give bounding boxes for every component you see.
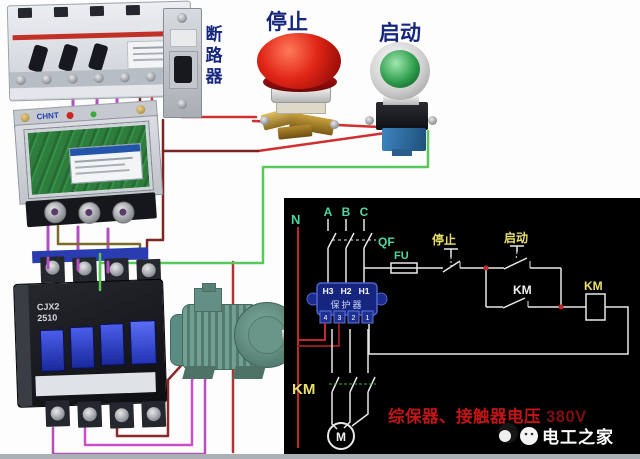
- breaker-toggle: [174, 56, 192, 83]
- watermark-text: 电工之家: [542, 427, 614, 447]
- motor-bell-inner: [248, 316, 286, 354]
- stop-contact-block: [260, 104, 342, 140]
- watermark-icon-eye: [530, 432, 534, 436]
- caption-text: 综保器、接触器电压 380V: [388, 406, 587, 426]
- stop-caption: 停止: [266, 11, 308, 34]
- label-km-coil: KM: [584, 279, 603, 293]
- contact-screw: [260, 116, 269, 125]
- caption-main: 综保器、接触器电压: [388, 406, 541, 426]
- motor-symbol-letter: M: [336, 430, 346, 444]
- breaker-label-area: [170, 29, 197, 47]
- km-holding-contact: [502, 297, 526, 309]
- stop-nc-contact: [442, 260, 461, 273]
- start-plunger-link: [515, 251, 518, 260]
- start-neck: [383, 96, 419, 105]
- protector-block: H3 H2 H1 保护器 4 3 2 1: [306, 282, 388, 324]
- motor-lead: [351, 392, 369, 427]
- wire-stop-start-2: [256, 129, 402, 153]
- protector-input-h2: H2: [341, 286, 352, 296]
- contact-screw: [330, 120, 339, 129]
- screw: [177, 99, 187, 109]
- watermark-icon-eye: [524, 432, 528, 436]
- protector-terminal-num: 4: [324, 315, 328, 322]
- label-fu: FU: [394, 250, 409, 262]
- protector-terminal-num: 1: [366, 315, 370, 322]
- start-no-contact: [503, 257, 528, 270]
- toggle-frame: [169, 51, 198, 89]
- control-line: [364, 245, 629, 355]
- protector-name: 保护器: [330, 299, 363, 310]
- bottom-border-strip: [0, 454, 640, 459]
- junction-dot: [558, 304, 564, 310]
- start-blue-tab: [392, 149, 412, 156]
- junction-box-cap: [202, 283, 216, 292]
- protector-input-h1: H1: [359, 286, 370, 296]
- protector-neutral-wire: [298, 323, 326, 341]
- label-phase-b: B: [342, 205, 351, 219]
- protector-body: [316, 282, 378, 316]
- label-phase-a: A: [324, 205, 333, 219]
- protector-terminal: [361, 310, 374, 324]
- km-main-circuit: [327, 329, 376, 450]
- phase-lines: A B C: [324, 205, 376, 283]
- label-stop-schematic: 停止: [432, 232, 456, 247]
- motor-lead: [331, 392, 338, 430]
- protector-input-h3: H3: [323, 286, 334, 296]
- label-start-schematic: 启动: [504, 230, 528, 245]
- protector-terminal-num: 2: [352, 315, 356, 322]
- coil-return-line: [368, 306, 629, 355]
- protector-neutral-wire2: [298, 323, 340, 347]
- schematic-drawing: N A B C QF: [291, 205, 629, 450]
- watermark-icon-light: [520, 427, 538, 445]
- stop-mushroom-cap: [257, 33, 341, 89]
- watermark-icon-face: [499, 430, 511, 442]
- label-km-holding: KM: [513, 283, 532, 297]
- label-qf: QF: [378, 235, 395, 249]
- motor-symbol: [327, 422, 355, 450]
- motor-lead: [343, 392, 351, 429]
- wire-motor-u1: [115, 346, 199, 438]
- junction-dot: [483, 265, 489, 271]
- start-blue-base: [382, 128, 426, 151]
- label-phase-c: C: [360, 205, 369, 219]
- start-caption: 启动: [379, 22, 421, 45]
- motor-junction-box: [194, 283, 222, 312]
- breaker-caption: 断路器: [205, 25, 223, 86]
- side-screw: [428, 116, 437, 125]
- protector-terminal-num: 3: [338, 315, 342, 322]
- label-neutral: N: [291, 212, 300, 227]
- motor: [162, 282, 304, 392]
- start-cap-green: [380, 50, 420, 88]
- label-km-main: KM: [292, 381, 315, 398]
- side-screw: [365, 116, 374, 125]
- start-black-housing: [376, 102, 428, 130]
- wire-relay-to-contactor-coil: [145, 149, 165, 256]
- caption-voltage: 380V: [546, 408, 587, 426]
- fuse-symbol: [390, 262, 418, 274]
- single-breaker: [163, 8, 202, 118]
- watermark: 电工之家: [498, 423, 614, 447]
- schematic-panel: N A B C QF: [284, 198, 640, 454]
- km-main-contact: [349, 376, 358, 393]
- screw: [177, 13, 187, 23]
- protector-terminal: [347, 310, 360, 324]
